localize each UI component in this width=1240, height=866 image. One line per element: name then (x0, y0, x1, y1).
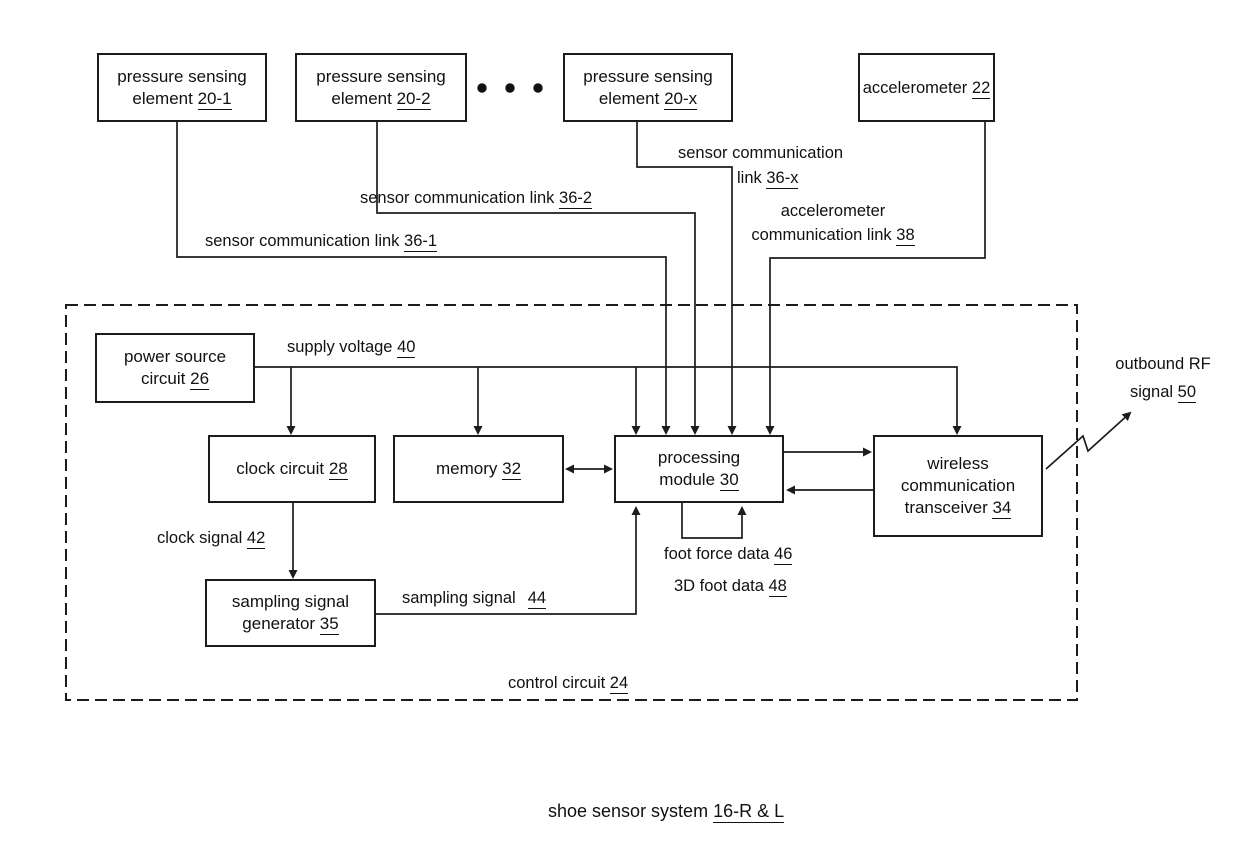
box-label: power source (123, 347, 227, 366)
box-pressure-sensing-element-20-x: pressure sensing element 20-x (563, 53, 733, 122)
wire-sampling-signal-44 (376, 506, 641, 615)
box-clock-circuit-28: clock circuit 28 (208, 435, 376, 503)
label-sampling-signal-44: sampling signal 44 (402, 589, 547, 609)
label-sensor-communication-link-36-2: sensor communication link 36-2 (360, 189, 593, 209)
box-label: module 30 (659, 470, 739, 491)
box-wireless-communication-transceiver-34: wireless communication transceiver 34 (873, 435, 1043, 537)
box-label: pressure sensing (117, 66, 247, 86)
label-foot-force-data-46: foot force data 46 (664, 545, 793, 565)
box-label: generator 35 (242, 614, 339, 635)
box-accelerometer-22: accelerometer 22 (858, 53, 995, 122)
label-clock-signal-42: clock signal 42 (157, 529, 266, 549)
box-label: element 20-1 (132, 88, 232, 110)
box-label: accelerometer 22 (862, 78, 991, 99)
box-label: transceiver 34 (904, 498, 1012, 519)
box-processing-module-30: processing module 30 (614, 435, 784, 503)
box-label: clock circuit 28 (236, 459, 348, 480)
box-label: wireless (927, 454, 989, 473)
box-pressure-sensing-element-20-1: pressure sensing element 20-1 (97, 53, 267, 122)
wire-supply-voltage-main (255, 366, 962, 435)
box-label: pressure sensing (583, 66, 713, 86)
box-label: processing (657, 448, 741, 467)
box-label: element 20-x (598, 88, 698, 110)
diagram-title: shoe sensor system 16-R & L (548, 801, 785, 823)
ellipsis-dots (477, 83, 543, 93)
label-control-circuit-24: control circuit 24 (508, 674, 629, 694)
lightning-arrow (1045, 411, 1132, 470)
box-pressure-sensing-element-20-2: pressure sensing element 20-2 (295, 53, 467, 122)
label-accelerometer-communication-link-38: accelerometer communication link 38 (751, 202, 915, 246)
label-sensor-communication-link-36-x-line2: link 36-x (737, 169, 799, 189)
box-power-source-circuit-26: power source circuit 26 (95, 333, 255, 403)
label-sensor-communication-link-36-x-line1: sensor communication (678, 144, 844, 162)
wire-accelerometer-link-38 (765, 122, 986, 435)
wire-sensor-link-36-1 (176, 122, 671, 435)
wire-sensor-link-36-x (636, 122, 737, 435)
control-circuit-boundary (65, 304, 1078, 701)
label-outbound-rf-signal-50: outbound RF signal 50 (1115, 355, 1211, 403)
box-label: memory 32 (435, 459, 522, 480)
box-label: element 20-2 (331, 88, 431, 110)
box-label: pressure sensing (316, 66, 446, 86)
label-supply-voltage-40: supply voltage 40 (287, 338, 416, 358)
box-sampling-signal-generator-35: sampling signal generator 35 (205, 579, 376, 647)
box-memory-32: memory 32 (393, 435, 564, 503)
box-label: communication (900, 476, 1016, 495)
wire-foot-force-loop (681, 503, 747, 539)
wire-sensor-link-36-2 (376, 122, 700, 435)
box-label: circuit 26 (140, 369, 210, 390)
box-label: sampling signal (231, 592, 350, 611)
label-3d-foot-data-48: 3D foot data 48 (674, 577, 787, 597)
label-sensor-communication-link-36-1: sensor communication link 36-1 (205, 232, 438, 252)
